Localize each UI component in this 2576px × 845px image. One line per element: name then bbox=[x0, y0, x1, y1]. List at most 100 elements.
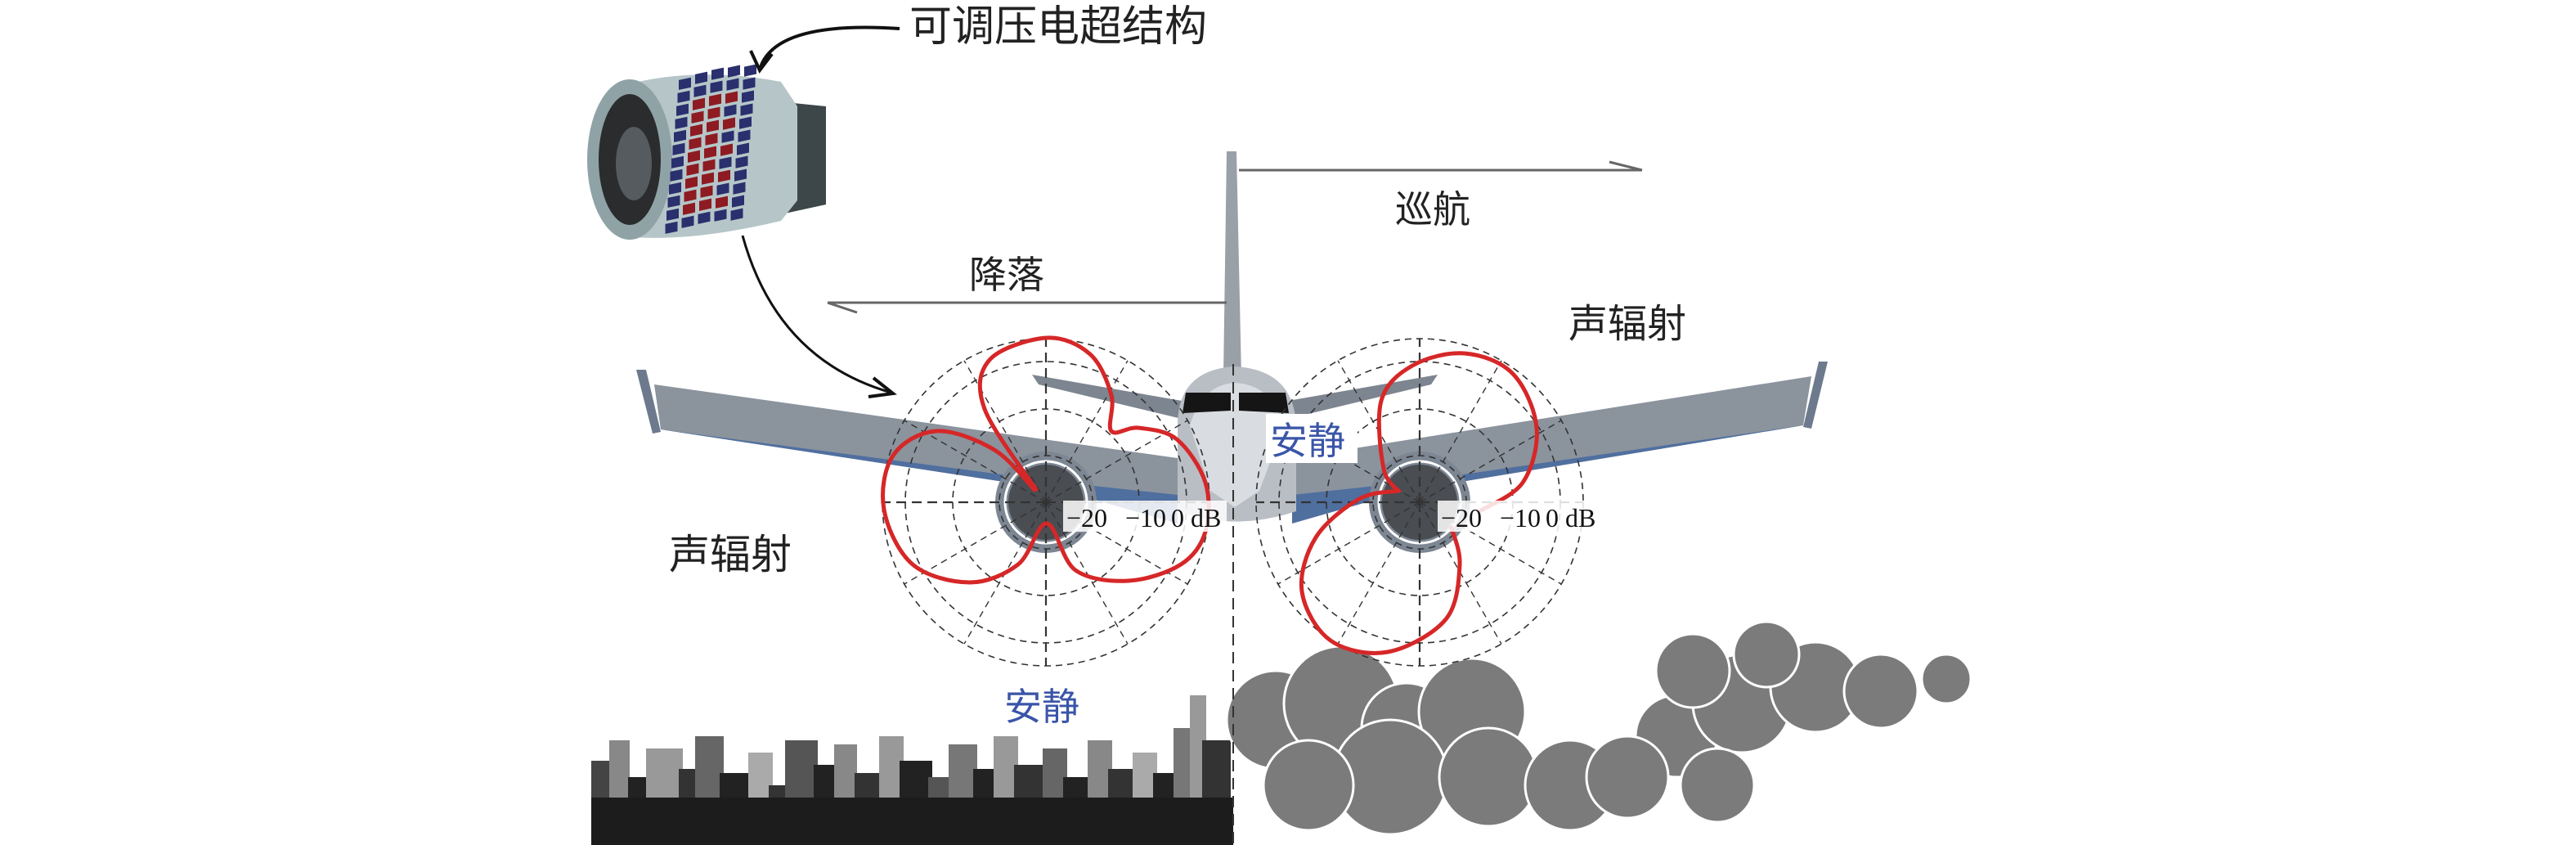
engine-metamaterial-illustration bbox=[587, 64, 826, 240]
metamaterial-cell bbox=[685, 176, 698, 189]
metamaterial-cell bbox=[695, 71, 707, 84]
polar-spoke bbox=[904, 501, 1047, 585]
structure-pointer-arrowhead bbox=[749, 50, 774, 74]
metamaterial-cell bbox=[690, 124, 702, 137]
structure-label: 可调压电超结构 bbox=[909, 2, 1207, 52]
tick-label: −10 bbox=[1125, 503, 1166, 533]
metamaterial-cell bbox=[667, 195, 680, 208]
tick-label: −20 bbox=[1066, 503, 1107, 533]
metamaterial-cell bbox=[710, 80, 723, 93]
metamaterial-cell bbox=[693, 84, 707, 97]
metamaterial-cell bbox=[689, 137, 702, 150]
metamaterial-cell bbox=[714, 209, 727, 222]
cloud-puff bbox=[1732, 620, 1801, 689]
skyline-base bbox=[591, 798, 1233, 845]
metamaterial-cell bbox=[721, 130, 734, 143]
metamaterial-cell bbox=[734, 169, 747, 182]
cloud-puff bbox=[1262, 739, 1355, 832]
metamaterial-cell bbox=[676, 103, 689, 116]
tick-label: 0 dB bbox=[1171, 503, 1221, 533]
cloud-puff bbox=[1679, 747, 1756, 824]
metamaterial-cell bbox=[679, 77, 691, 90]
metamaterial-cell bbox=[724, 104, 737, 117]
polar-spoke bbox=[1277, 501, 1420, 585]
metamaterial-cell bbox=[674, 129, 686, 142]
metamaterial-cell bbox=[704, 146, 716, 159]
quiet-label-left: 安静 bbox=[1004, 685, 1079, 729]
left-winglet bbox=[636, 370, 661, 434]
metamaterial-cell bbox=[728, 65, 740, 78]
right-directivity-curve-upper bbox=[1376, 351, 1539, 514]
metamaterial-cell bbox=[684, 189, 697, 202]
right-stabilizer bbox=[1288, 375, 1438, 419]
fuselage-nose bbox=[1190, 383, 1284, 507]
quiet-label-right: 安静 bbox=[1270, 419, 1345, 463]
metamaterial-cell bbox=[738, 129, 751, 142]
polar-spoke bbox=[1045, 420, 1188, 503]
metamaterial-grid bbox=[665, 64, 756, 234]
polar-spoke bbox=[1419, 360, 1502, 503]
structure-pointer-arrow bbox=[759, 25, 900, 68]
metamaterial-cell bbox=[744, 64, 756, 77]
airplane bbox=[636, 151, 1828, 553]
polar-spoke bbox=[904, 420, 1047, 503]
metamaterial-cell bbox=[723, 117, 735, 130]
left-directivity-curve bbox=[881, 335, 1211, 585]
metamaterial-cell bbox=[718, 169, 730, 182]
metamaterial-cell bbox=[698, 211, 711, 224]
metamaterial-cell bbox=[688, 150, 700, 163]
city-skyline bbox=[591, 695, 1233, 845]
metamaterial-cell bbox=[670, 169, 683, 182]
metamaterial-cell bbox=[740, 103, 753, 116]
metamaterial-cell bbox=[707, 119, 719, 133]
landing-label: 降落 bbox=[969, 253, 1044, 297]
metamaterial-cell bbox=[737, 142, 749, 155]
metamaterial-cell bbox=[669, 182, 681, 195]
right-directivity-curve-lower bbox=[1299, 488, 1462, 655]
metamaterial-cell bbox=[707, 106, 720, 119]
metamaterial-cell bbox=[726, 78, 739, 91]
metamaterial-cell bbox=[666, 208, 679, 221]
tick-label: −20 bbox=[1441, 503, 1482, 533]
metamaterial-cell bbox=[693, 97, 705, 110]
metamaterial-cell bbox=[683, 202, 695, 215]
tail-fin bbox=[1223, 151, 1241, 376]
metamaterial-cell bbox=[743, 77, 756, 90]
metamaterial-cell bbox=[720, 143, 733, 156]
radiation-label-right: 声辐射 bbox=[1568, 301, 1686, 347]
tick-label: −10 bbox=[1500, 503, 1541, 533]
clouds bbox=[1225, 620, 1972, 836]
metamaterial-cell bbox=[686, 163, 699, 176]
metamaterial-cell bbox=[709, 93, 721, 106]
cloud-puff bbox=[1654, 632, 1731, 709]
polar-spoke bbox=[963, 360, 1047, 503]
metamaterial-cell bbox=[716, 196, 728, 209]
polar-spoke bbox=[1419, 420, 1562, 503]
landing-arrowhead bbox=[827, 301, 858, 314]
polar-spoke bbox=[1337, 501, 1420, 645]
metamaterial-cell bbox=[739, 116, 752, 129]
metamaterial-cell bbox=[732, 195, 744, 208]
right-winglet bbox=[1803, 362, 1828, 429]
engine-pointer-arrow bbox=[741, 235, 892, 394]
metamaterial-cell bbox=[702, 172, 714, 185]
polar-spoke bbox=[1045, 501, 1129, 645]
metamaterial-cell bbox=[672, 142, 685, 155]
cruise-arrowhead bbox=[1609, 160, 1643, 172]
cloud-puff bbox=[1438, 726, 1539, 828]
metamaterial-cell bbox=[730, 208, 743, 221]
metamaterial-cell bbox=[699, 198, 711, 211]
metamaterial-cell bbox=[691, 110, 704, 124]
metamaterial-cell bbox=[675, 116, 688, 129]
tick-label: 0 dB bbox=[1546, 503, 1595, 533]
metamaterial-cell bbox=[742, 90, 754, 103]
metamaterial-cell bbox=[719, 156, 732, 169]
metamaterial-cell bbox=[733, 182, 746, 195]
metamaterial-cell bbox=[705, 133, 718, 146]
cruise-label: 巡航 bbox=[1395, 187, 1470, 231]
cloud-puff bbox=[1920, 653, 1972, 705]
metamaterial-cell bbox=[725, 91, 738, 104]
polar-spoke bbox=[1045, 360, 1129, 503]
metamaterial-cell bbox=[700, 185, 713, 198]
